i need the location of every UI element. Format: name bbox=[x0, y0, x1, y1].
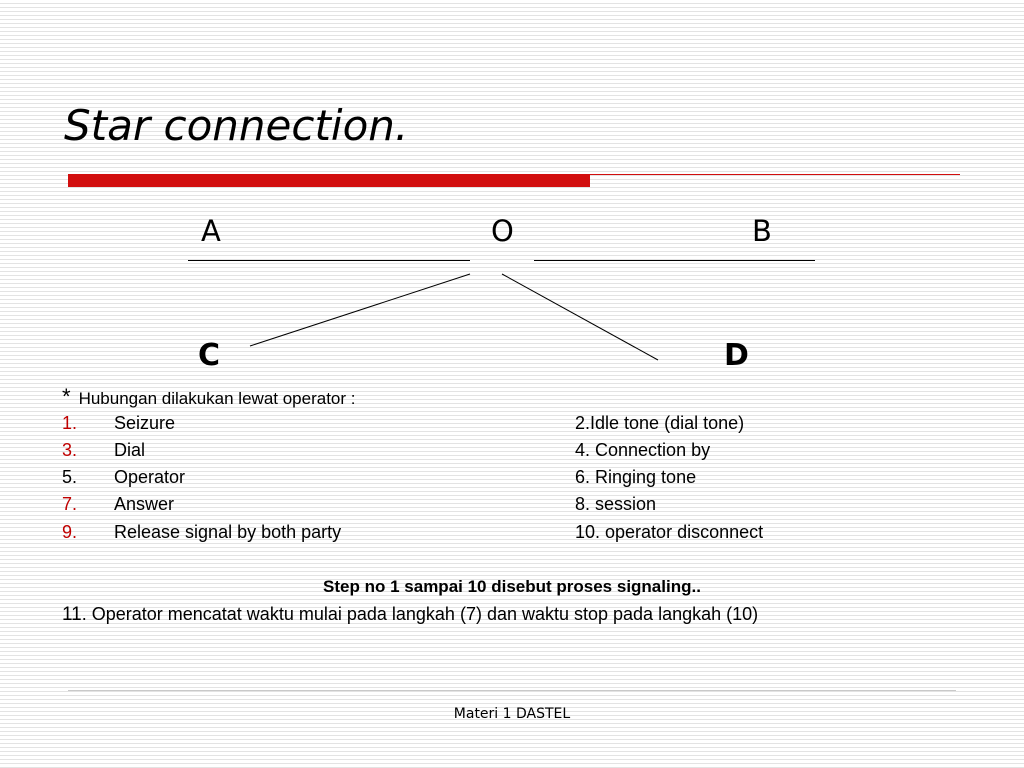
item-right-text: 4. Connection by bbox=[575, 440, 711, 460]
line-a-o bbox=[188, 260, 470, 261]
item-right-text: 2.Idle tone (dial tone) bbox=[575, 413, 745, 433]
item-right-text: 6. Ringing tone bbox=[575, 467, 697, 487]
step-11-text: . Operator mencatat waktu mulai pada lan… bbox=[81, 604, 759, 624]
slide-footer: Materi 1 DASTEL bbox=[453, 706, 571, 722]
item-text: Operator bbox=[114, 467, 186, 487]
item-right-text: 10. operator disconnect bbox=[575, 522, 764, 542]
line-o-c bbox=[249, 273, 471, 347]
item-right-text: 8. session bbox=[575, 494, 657, 514]
node-d-label: D bbox=[724, 338, 749, 373]
intro-text: Hubungan dilakukan lewat operator : bbox=[78, 389, 356, 408]
item-number: 7. bbox=[62, 494, 78, 514]
step-11-number: 11 bbox=[62, 604, 82, 625]
node-c-label: C bbox=[198, 338, 221, 373]
slide-title: Star connection. bbox=[64, 101, 409, 150]
item-number: 5. bbox=[62, 467, 78, 487]
footer-divider bbox=[68, 690, 956, 691]
item-text: Answer bbox=[114, 494, 175, 514]
item-number: 9. bbox=[62, 522, 78, 542]
intro-bullet: * bbox=[62, 384, 71, 409]
step-note-text: Step no 1 sampai 10 disebut proses signa… bbox=[323, 577, 701, 596]
step-11-line: 11. Operator mencatat waktu mulai pada l… bbox=[62, 604, 758, 626]
item-text: Dial bbox=[114, 440, 146, 460]
title-underline-bar bbox=[68, 174, 590, 187]
node-a-label: A bbox=[201, 214, 221, 248]
item-text: Seizure bbox=[114, 413, 176, 433]
intro-line: * Hubungan dilakukan lewat operator : bbox=[62, 384, 355, 410]
line-o-d bbox=[501, 273, 659, 361]
node-o-label: O bbox=[491, 214, 514, 248]
step-note: Step no 1 sampai 10 disebut proses signa… bbox=[62, 576, 962, 597]
item-number: 3. bbox=[62, 440, 78, 460]
title-underline-line bbox=[590, 174, 960, 175]
item-text: Release signal by both party bbox=[114, 522, 342, 542]
item-number: 1. bbox=[62, 413, 78, 433]
node-b-label: B bbox=[752, 214, 772, 248]
line-o-b bbox=[534, 260, 815, 261]
